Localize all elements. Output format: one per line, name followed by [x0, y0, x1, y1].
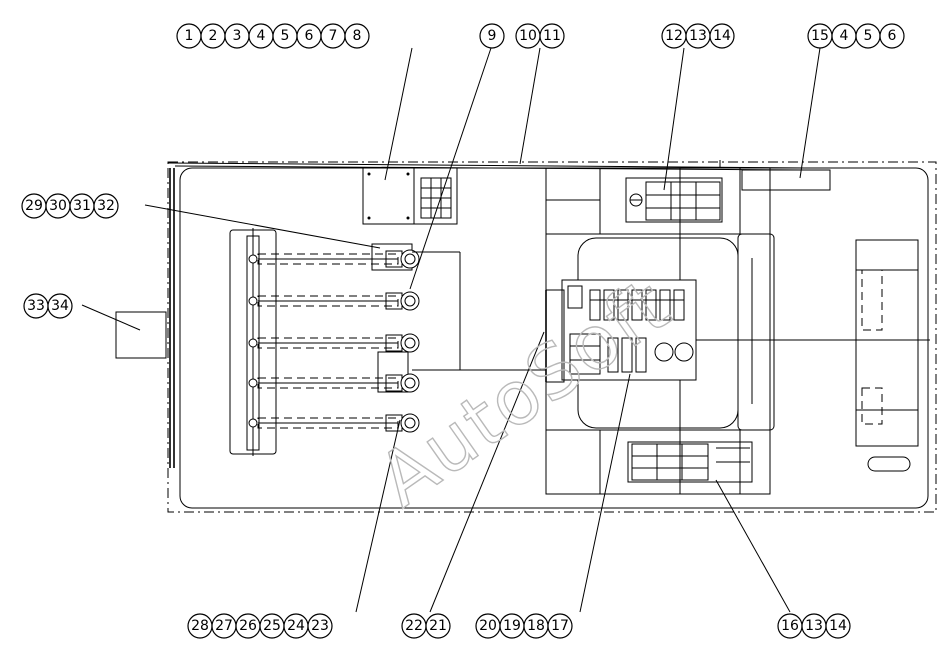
- callout-13: 13: [685, 23, 711, 49]
- callout-12: 12: [661, 23, 687, 49]
- callout-10: 10: [515, 23, 541, 49]
- svg-text:1: 1: [185, 28, 194, 44]
- svg-text:9: 9: [488, 28, 497, 44]
- svg-text:24: 24: [287, 618, 305, 634]
- svg-text:31: 31: [73, 198, 91, 214]
- callout-21: 21: [425, 613, 451, 639]
- callout-28: 28: [187, 613, 213, 639]
- callout-5: 5: [272, 23, 298, 49]
- lower-breaker-panel: [627, 441, 753, 483]
- svg-text:13: 13: [689, 28, 707, 44]
- callout-24: 24: [283, 613, 309, 639]
- svg-text:10: 10: [519, 28, 537, 44]
- callout-32: 32: [93, 193, 119, 219]
- callout-14: 14: [709, 23, 735, 49]
- svg-text:27: 27: [215, 618, 233, 634]
- callout-16: 16: [777, 613, 803, 639]
- callout-6b: 6: [879, 23, 905, 49]
- wiring: [412, 160, 930, 371]
- svg-text:25: 25: [263, 618, 281, 634]
- svg-text:4: 4: [257, 28, 266, 44]
- callout-9: 9: [479, 23, 505, 49]
- svg-text:11: 11: [543, 28, 561, 44]
- svg-text:14: 14: [829, 618, 847, 634]
- callout-group-left: 29 30 31 32 33 34: [21, 193, 119, 319]
- svg-text:15: 15: [811, 28, 829, 44]
- callout-26: 26: [235, 613, 261, 639]
- svg-text:34: 34: [51, 298, 69, 314]
- svg-text:4: 4: [840, 28, 849, 44]
- svg-text:6: 6: [888, 28, 897, 44]
- callout-3: 3: [224, 23, 250, 49]
- callout-34: 34: [47, 293, 73, 319]
- callout-5b: 5: [855, 23, 881, 49]
- callout-19: 19: [499, 613, 525, 639]
- callout-13b: 13: [801, 613, 827, 639]
- callout-4b: 4: [831, 23, 857, 49]
- svg-text:6: 6: [305, 28, 314, 44]
- top-panel: [362, 167, 458, 225]
- svg-text:17: 17: [551, 618, 569, 634]
- svg-text:21: 21: [429, 618, 447, 634]
- pipe-rack: [229, 228, 277, 456]
- callout-group-bottom: 28 27 26 25 24 23 22 21 20 19 18 17 16 1…: [187, 613, 851, 639]
- callout-25: 25: [259, 613, 285, 639]
- svg-text:16: 16: [781, 618, 799, 634]
- svg-text:23: 23: [311, 618, 329, 634]
- svg-text:20: 20: [479, 618, 497, 634]
- callout-17: 17: [547, 613, 573, 639]
- callout-15: 15: [807, 23, 833, 49]
- callout-22: 22: [401, 613, 427, 639]
- control-block: [545, 167, 775, 495]
- callout-6: 6: [296, 23, 322, 49]
- callout-29: 29: [21, 193, 47, 219]
- callout-7: 7: [320, 23, 346, 49]
- svg-text:33: 33: [27, 298, 45, 314]
- callout-33: 33: [23, 293, 49, 319]
- top-right-box: [741, 169, 831, 191]
- callout-30: 30: [45, 193, 71, 219]
- main-breaker-cabinet: [545, 279, 697, 383]
- callout-4: 4: [248, 23, 274, 49]
- callout-1: 1: [176, 23, 202, 49]
- svg-text:28: 28: [191, 618, 209, 634]
- svg-text:29: 29: [25, 198, 43, 214]
- svg-text:22: 22: [405, 618, 423, 634]
- pipe-lines: [248, 253, 399, 429]
- svg-text:19: 19: [503, 618, 521, 634]
- callout-20: 20: [475, 613, 501, 639]
- callout-18: 18: [523, 613, 549, 639]
- callout-27: 27: [211, 613, 237, 639]
- svg-text:12: 12: [665, 28, 683, 44]
- callout-11: 11: [539, 23, 565, 49]
- svg-text:5: 5: [281, 28, 290, 44]
- svg-text:32: 32: [97, 198, 115, 214]
- callout-group-top: 1 2 3 4 5 6 7 8 9 10 11 12 13 14 15 4 5 …: [176, 23, 905, 49]
- right-unit: [855, 239, 919, 472]
- leader-lines: [81, 47, 821, 613]
- callout-2: 2: [200, 23, 226, 49]
- callout-14b: 14: [825, 613, 851, 639]
- callout-8: 8: [344, 23, 370, 49]
- svg-text:13: 13: [805, 618, 823, 634]
- svg-text:18: 18: [527, 618, 545, 634]
- svg-text:2: 2: [209, 28, 218, 44]
- pipe-valves: [371, 243, 420, 433]
- callout-23: 23: [307, 613, 333, 639]
- side-unit-box: [115, 311, 167, 359]
- callout-31: 31: [69, 193, 95, 219]
- svg-text:8: 8: [353, 28, 362, 44]
- svg-text:26: 26: [239, 618, 257, 634]
- svg-text:30: 30: [49, 198, 67, 214]
- svg-text:5: 5: [864, 28, 873, 44]
- svg-text:3: 3: [233, 28, 242, 44]
- svg-text:14: 14: [713, 28, 731, 44]
- svg-text:7: 7: [329, 28, 338, 44]
- upper-breaker-panel: [625, 177, 723, 223]
